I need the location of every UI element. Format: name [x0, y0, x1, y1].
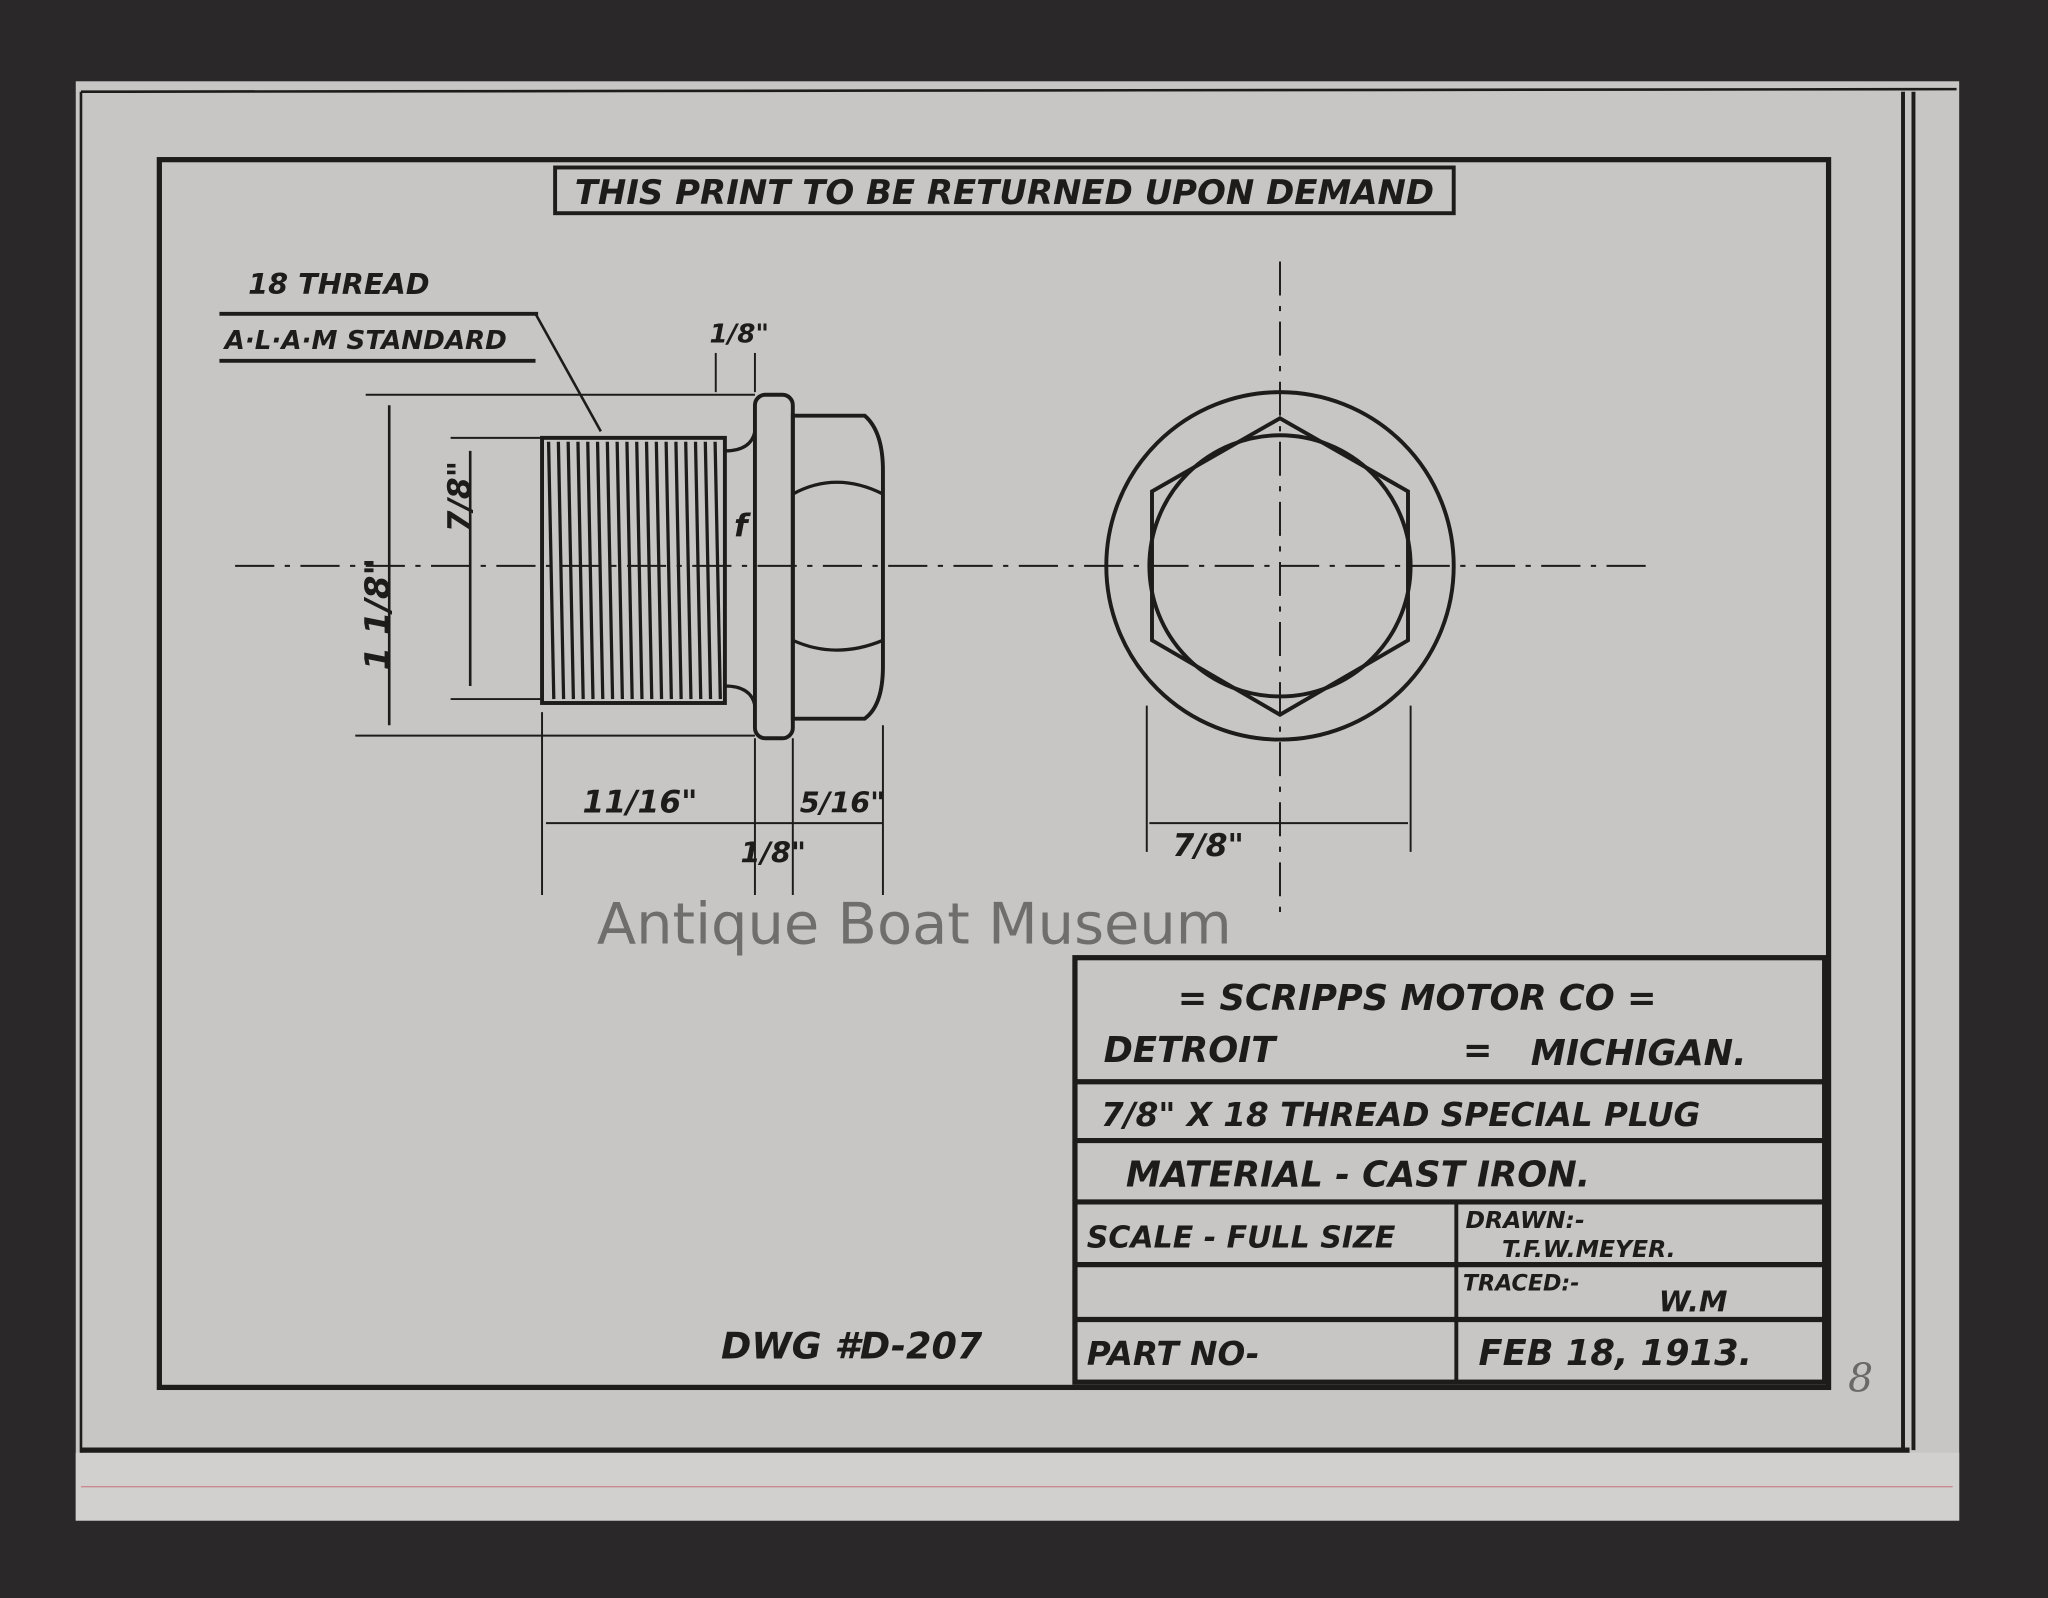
flange-thickness-dim: 1/8": [710, 320, 769, 350]
thread-hatching: [546, 441, 722, 700]
hex-length-dim: 5/16": [800, 786, 885, 820]
scale: SCALE - FULL SIZE: [1087, 1221, 1396, 1256]
traced-label: TRACED:-: [1463, 1271, 1580, 1297]
thread-line: [576, 441, 585, 700]
thread-line: [654, 441, 664, 700]
inner-border: [156, 157, 1832, 1391]
overall-dia-dim: 1 1/8": [358, 558, 398, 671]
part-no-label: PART NO-: [1087, 1335, 1260, 1373]
thread-line: [644, 441, 654, 700]
flange-length-dim: 1/8": [741, 835, 806, 869]
plug-end-view: [1104, 390, 1456, 742]
thread-line: [635, 441, 644, 700]
thread-line: [674, 441, 683, 700]
paper: [75, 81, 1960, 1521]
thread-line: [703, 441, 713, 700]
city-state-separator: =: [1463, 1030, 1493, 1071]
date: FEB 18, 1913.: [1479, 1333, 1753, 1374]
thread-callout-line2: A·L·A·M STANDARD: [223, 326, 507, 356]
thread-line: [664, 441, 673, 700]
thread-line: [556, 441, 566, 700]
thread-line: [595, 441, 605, 700]
thread-callout-line1: 18 THREAD: [248, 267, 429, 301]
thread-dia-dim: 7/8": [442, 461, 478, 532]
part-title: 7/8" X 18 THREAD SPECIAL PLUG: [1101, 1096, 1700, 1134]
return-notice: THIS PRINT TO BE RETURNED UPON DEMAND: [575, 173, 1434, 213]
watermark: Antique Boat Museum: [597, 890, 1232, 957]
material: MATERIAL - CAST IRON.: [1126, 1154, 1590, 1195]
thread-line: [586, 441, 595, 700]
traced-by: W.M: [1659, 1285, 1728, 1319]
thread-line: [615, 441, 624, 700]
thread-length-dim: 11/16": [583, 785, 698, 821]
thread-line: [684, 441, 693, 700]
thread-line: [713, 441, 722, 700]
drawn-label: DRAWN:-: [1465, 1206, 1584, 1234]
drawn-by: T.F.W.MEYER.: [1502, 1235, 1676, 1263]
margin-mark: 8: [1848, 1356, 1873, 1401]
hex-width-dim: 7/8": [1172, 828, 1243, 864]
thread-line: [605, 441, 615, 700]
plug-side-view: f: [540, 392, 885, 741]
thread-line: [566, 441, 576, 700]
city: DETROIT: [1104, 1030, 1279, 1071]
title-block: = SCRIPPS MOTOR CO = DETROIT = MICHIGAN.…: [1072, 955, 1828, 1385]
drawing-number: DWG #D-207: [721, 1325, 983, 1368]
thread-line: [625, 441, 634, 700]
company-name: = SCRIPPS MOTOR CO =: [1178, 978, 1657, 1019]
fillet-mark: f: [734, 508, 751, 544]
thread-line: [693, 441, 703, 700]
thread-line: [546, 441, 556, 700]
state: MICHIGAN.: [1531, 1033, 1747, 1074]
